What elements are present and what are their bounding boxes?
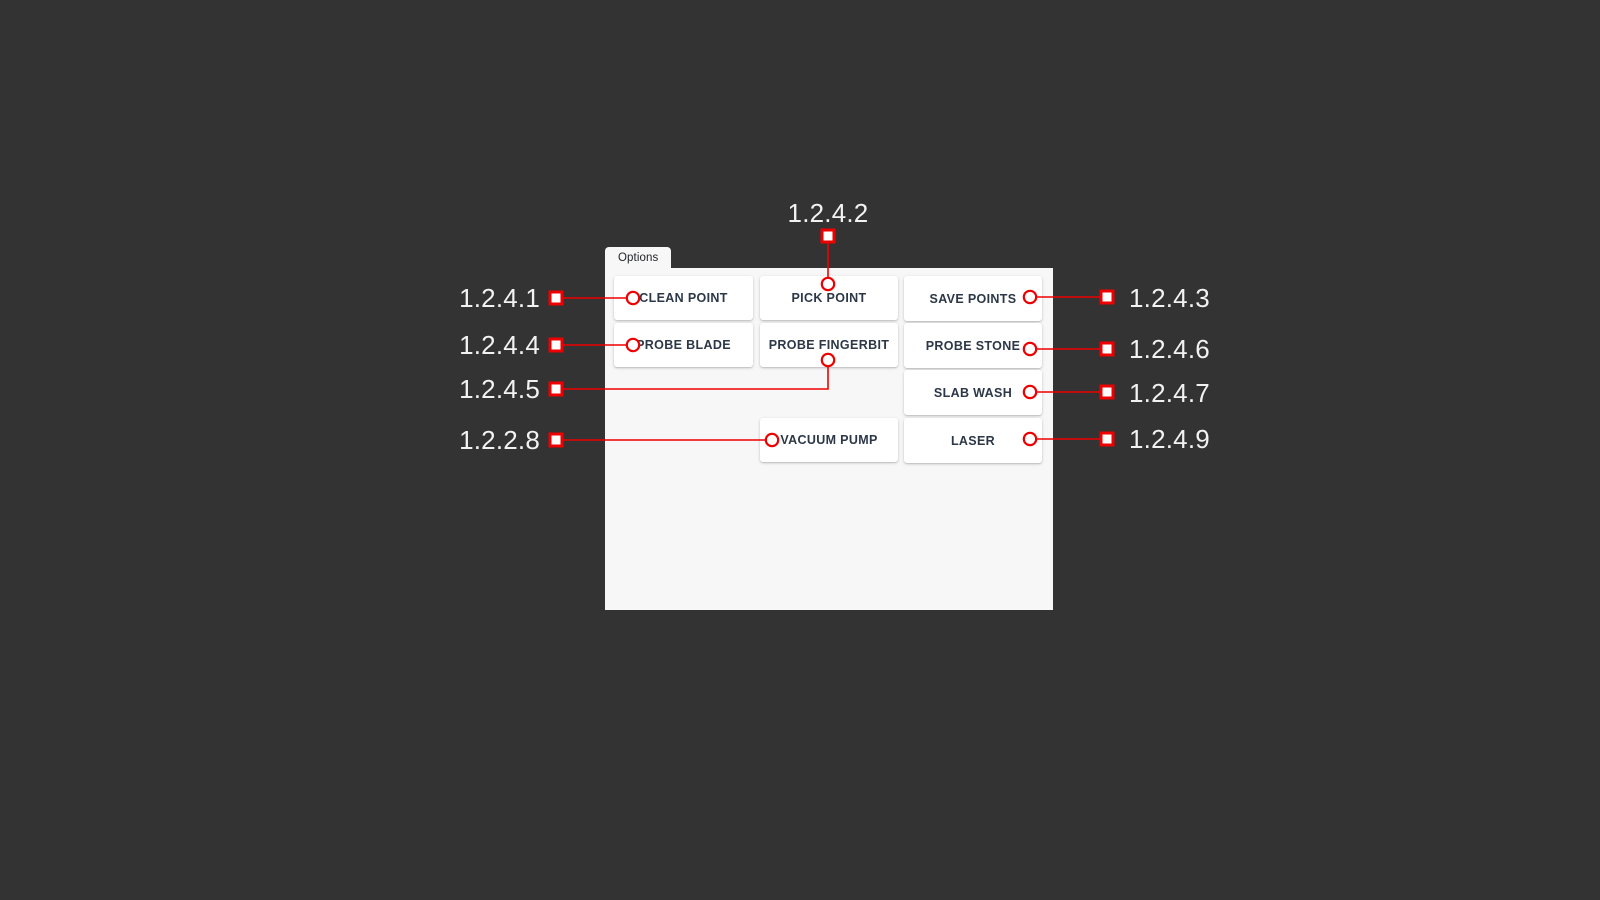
button-clean-point[interactable]: CLEAN POINT bbox=[614, 276, 753, 320]
callout-number-1-2-2-8: 1.2.2.8 bbox=[459, 425, 540, 455]
callout-square-marker bbox=[1099, 431, 1115, 447]
callout-number-1-2-4-6: 1.2.4.6 bbox=[1129, 334, 1210, 364]
callout-square-marker bbox=[548, 337, 564, 353]
tab-strip: Options bbox=[605, 247, 1053, 269]
callout-number-1-2-4-7: 1.2.4.7 bbox=[1129, 378, 1210, 408]
callout-number-1-2-4-5: 1.2.4.5 bbox=[459, 374, 540, 404]
callout-square-marker bbox=[548, 381, 564, 397]
button-probe-blade[interactable]: PROBE BLADE bbox=[614, 323, 753, 367]
button-probe-fingerbit[interactable]: PROBE FINGERBIT bbox=[760, 323, 898, 367]
tab-options[interactable]: Options bbox=[605, 247, 672, 269]
callout-number-1-2-4-9: 1.2.4.9 bbox=[1129, 424, 1210, 454]
callout-number-1-2-4-3: 1.2.4.3 bbox=[1129, 283, 1210, 313]
button-pick-point[interactable]: PICK POINT bbox=[760, 276, 898, 320]
button-save-points[interactable]: SAVE POINTS bbox=[904, 276, 1042, 321]
button-probe-stone[interactable]: PROBE STONE bbox=[904, 323, 1042, 368]
callout-square-marker bbox=[1099, 341, 1115, 357]
callout-square-marker bbox=[1099, 384, 1115, 400]
callout-number-1-2-4-4: 1.2.4.4 bbox=[459, 330, 540, 360]
callout-square-marker bbox=[820, 228, 836, 244]
callout-number-1-2-4-2: 1.2.4.2 bbox=[787, 198, 869, 228]
callout-square-marker bbox=[548, 432, 564, 448]
button-vacuum-pump[interactable]: VACUUM PUMP bbox=[760, 418, 898, 462]
callout-number-1-2-4-1: 1.2.4.1 bbox=[459, 283, 540, 313]
callout-square-marker bbox=[548, 290, 564, 306]
button-laser[interactable]: LASER bbox=[904, 418, 1042, 463]
button-slab-wash[interactable]: SLAB WASH bbox=[904, 370, 1042, 415]
callout-square-marker bbox=[1099, 289, 1115, 305]
